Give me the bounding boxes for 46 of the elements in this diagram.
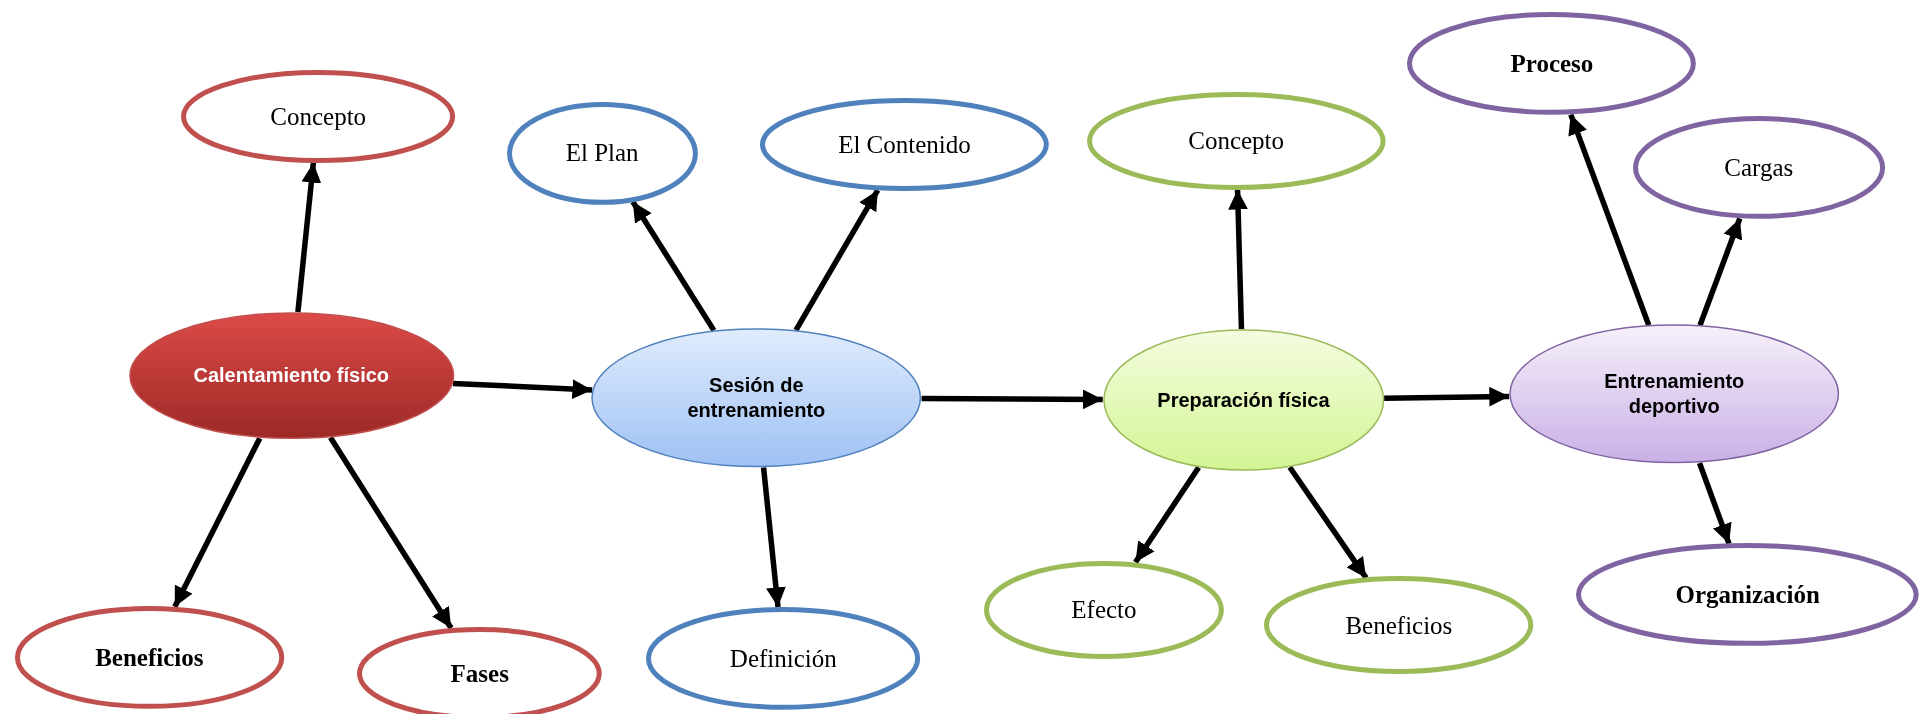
subtopic-label: Fases: [450, 658, 509, 689]
subtopic-label: Definición: [729, 643, 837, 674]
arrow: [1133, 465, 1201, 564]
arrow: [921, 389, 1103, 410]
subtopic-ellipse: [181, 69, 456, 163]
subtopic-ellipse: [1632, 116, 1885, 220]
arrow: [328, 436, 454, 630]
arrow: [1287, 465, 1369, 580]
subtopic-label: Beneficios: [95, 642, 204, 673]
subtopic-label: Proceso: [1510, 49, 1594, 79]
topic-label: Preparación física: [1157, 387, 1330, 413]
topic-ellipse: [1509, 324, 1840, 464]
subtopic-label: Beneficios: [1345, 610, 1453, 641]
arrow: [1568, 113, 1652, 327]
subtopic-ellipse: [646, 607, 921, 710]
topic-label: Sesión de entrenamiento: [686, 372, 827, 423]
subtopic-ellipse: [760, 97, 1049, 191]
subtopic-label: Concepto: [1188, 126, 1285, 157]
subtopic-label: Organización: [1675, 580, 1820, 611]
subtopic-label: El Contenido: [838, 129, 971, 160]
subtopic-ellipse: [14, 605, 284, 709]
arrow: [1384, 386, 1510, 407]
topic-ellipse: [1102, 329, 1385, 472]
arrow: [295, 162, 322, 313]
subtopic-ellipse: [1264, 576, 1534, 675]
arrow: [452, 379, 593, 399]
arrow: [1228, 189, 1248, 330]
arrow: [1697, 217, 1743, 327]
arrow: [793, 188, 881, 332]
arrow: [760, 467, 786, 608]
subtopic-ellipse: [1407, 12, 1697, 116]
subtopic-label: Cargas: [1724, 153, 1794, 184]
topic-ellipse: [128, 312, 455, 440]
subtopic-ellipse: [506, 101, 698, 205]
subtopic-ellipse: [1576, 543, 1919, 647]
topic-label: Entrenamiento deportivo: [1603, 369, 1746, 420]
subtopic-ellipse: [1086, 91, 1386, 190]
arrow: [630, 200, 717, 332]
subtopic-label: Efecto: [1071, 594, 1137, 625]
topic-label: Calentamiento físico: [193, 363, 390, 389]
topic-ellipse: [591, 328, 922, 468]
subtopic-label: El Plan: [565, 138, 639, 169]
arrow: [1696, 462, 1732, 545]
subtopic-ellipse: [984, 560, 1224, 659]
subtopic-label: Concepto: [270, 101, 367, 132]
arrow: [172, 436, 263, 608]
